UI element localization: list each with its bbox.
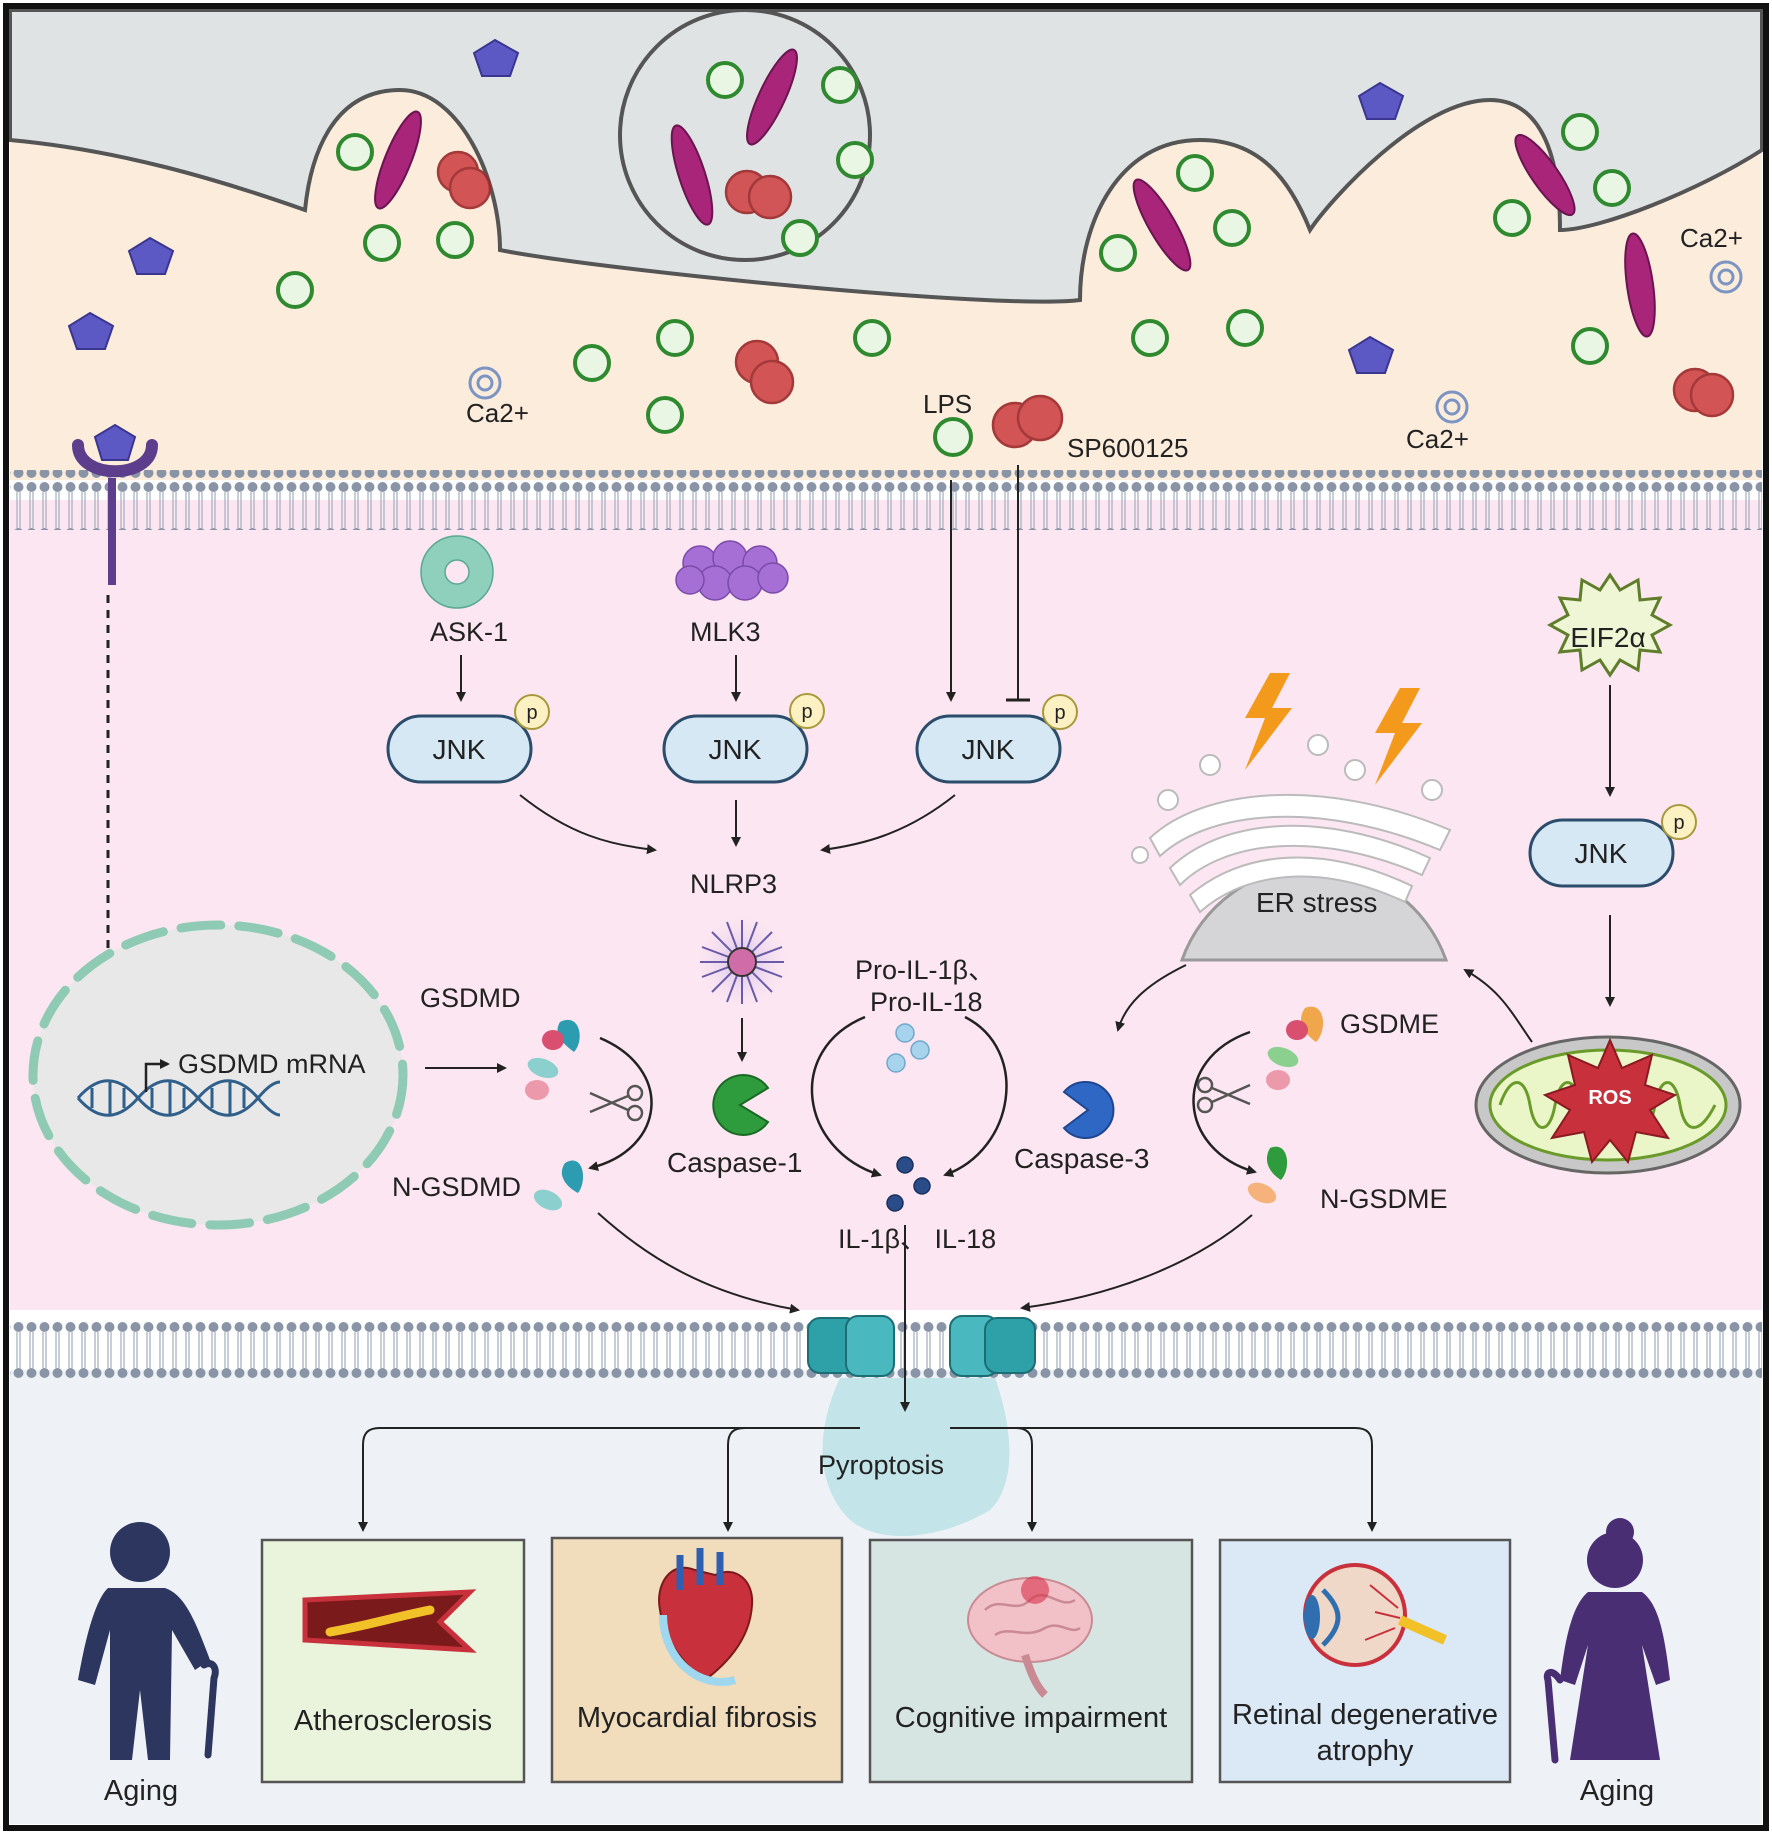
- inflammasome-icon: [692, 912, 792, 1012]
- n-gsdme-label: N-GSDME: [1320, 1184, 1448, 1214]
- aging-left-label: Aging: [104, 1775, 178, 1807]
- pro-il-icons: [886, 1023, 930, 1073]
- atherosclerosis-label: Atherosclerosis: [294, 1705, 492, 1737]
- eye-icon: [1303, 1563, 1448, 1667]
- n-gsdmd-icon: [533, 1160, 584, 1211]
- jnk-label-1: JNK: [433, 734, 486, 765]
- caspase1-icon: [712, 1074, 770, 1136]
- gsdmd-protein-icon: [525, 1019, 580, 1100]
- caspase3-icon: [1062, 1081, 1115, 1139]
- arrow-proil-right: [943, 1015, 1008, 1178]
- ros-icon: [1542, 1037, 1678, 1165]
- scissors-icon-2: [1196, 1076, 1251, 1114]
- gsdme-label: GSDME: [1340, 1009, 1439, 1039]
- il-label: IL-1β、 IL-18: [838, 1224, 996, 1254]
- arrow-er-caspase3: [1115, 964, 1187, 1032]
- er-stress-label: ER stress: [1256, 887, 1377, 918]
- arrow-ros-er: [1463, 969, 1533, 1043]
- pro-il-label-1: Pro-IL-1β、: [855, 955, 995, 985]
- outcome-arrows: [358, 1427, 1377, 1532]
- retinal-box: Retinal degenerative atrophy: [1218, 1538, 1512, 1784]
- ask1-icon: [420, 535, 494, 609]
- ask1-label: ASK-1: [430, 617, 508, 647]
- ca-label-1: Ca2+: [466, 398, 529, 428]
- mlk3-icon: [675, 540, 789, 601]
- lps-label: LPS: [923, 389, 972, 419]
- aging-right-label: Aging: [1580, 1775, 1654, 1807]
- atherosclerosis-box: Atherosclerosis: [260, 1538, 526, 1784]
- nucleus: [28, 920, 408, 1230]
- phospho-label-2: p: [801, 701, 812, 723]
- arrow-jnk3-nlrp3: [820, 794, 956, 854]
- jnk-label-4: JNK: [1575, 838, 1628, 869]
- arrow-jnk1-nlrp3: [519, 794, 657, 855]
- elderly-man-icon: [78, 1522, 219, 1760]
- gasdermin-pore-icon: [807, 1315, 1036, 1537]
- pentagon-ligand-icons: [67, 38, 1405, 374]
- calcium-ion-icons: [468, 260, 1743, 424]
- jnk-node-2: JNK p: [662, 693, 825, 784]
- jnk-node-1: JNK p: [386, 694, 550, 784]
- upper-membrane: [10, 470, 1762, 530]
- gsdmd-mrna-label: GSDMD mRNA: [178, 1049, 366, 1079]
- phospho-label-1: p: [526, 702, 537, 724]
- arrow-ngsdme-pore: [1020, 1214, 1253, 1312]
- eif2a-label: EIF2α: [1570, 622, 1645, 653]
- arrow-gsdmd-cleavage: [588, 1036, 653, 1171]
- er-stress-icon: [1131, 673, 1452, 962]
- jnk-node-4: JNK p: [1528, 804, 1697, 888]
- receptor-icon: [72, 423, 158, 585]
- vesicle: [618, 8, 872, 262]
- retinal-label-1: Retinal degenerative: [1232, 1699, 1498, 1731]
- myocardial-label: Myocardial fibrosis: [577, 1702, 817, 1734]
- elderly-woman-icon: [1543, 1518, 1670, 1764]
- mlk3-label: MLK3: [690, 617, 761, 647]
- gsdme-protein-icon: [1266, 1006, 1324, 1090]
- red-cell-icons: [436, 150, 1735, 449]
- jnk-label-2: JNK: [709, 734, 762, 765]
- outer-frame: [3, 3, 1769, 1831]
- jnk-node-3: JNK p: [915, 694, 1078, 784]
- sp600125-label: SP600125: [1067, 433, 1188, 463]
- brain-icon: [967, 1576, 1093, 1698]
- ca-label-2: Ca2+: [1406, 424, 1469, 454]
- heart-icon: [658, 1548, 754, 1686]
- caspase3-label: Caspase-3: [1014, 1143, 1149, 1174]
- jnk-label-3: JNK: [962, 734, 1015, 765]
- green-vesicle-icons: [276, 61, 1631, 434]
- eif2a-icon: [1546, 572, 1674, 678]
- lps-icon: [933, 417, 973, 457]
- arrow-gsdme-cleavage: [1192, 1030, 1257, 1175]
- arrow-ngsdmd-pore: [597, 1212, 800, 1314]
- arrow-proil-left: [810, 1015, 882, 1178]
- upper-grey-compartment: [8, 8, 1764, 304]
- myocardial-box: Myocardial fibrosis: [550, 1536, 844, 1784]
- n-gsdmd-label: N-GSDMD: [392, 1172, 521, 1202]
- scissors-icon: [589, 1084, 644, 1122]
- cognitive-label: Cognitive impairment: [895, 1702, 1167, 1734]
- gsdmd-label: GSDMD: [420, 983, 521, 1013]
- phospho-label-3: p: [1054, 702, 1065, 724]
- artery-icon: [302, 1589, 477, 1653]
- n-gsdme-icon: [1247, 1146, 1288, 1204]
- pyroptosis-label: Pyroptosis: [818, 1450, 944, 1480]
- nlrp3-label: NLRP3: [690, 869, 777, 899]
- il-icons: [886, 1156, 931, 1212]
- ca-label-3: Ca2+: [1680, 223, 1743, 253]
- retinal-label-2: atrophy: [1317, 1735, 1414, 1767]
- pro-il-label-2: Pro-IL-18: [870, 987, 983, 1017]
- dna-icon: [76, 1079, 281, 1117]
- caspase1-label: Caspase-1: [667, 1147, 802, 1178]
- ros-label: ROS: [1588, 1087, 1631, 1109]
- phospho-label-4: p: [1673, 812, 1684, 834]
- rod-icons: [374, 48, 1656, 338]
- cognitive-box: Cognitive impairment: [868, 1538, 1194, 1784]
